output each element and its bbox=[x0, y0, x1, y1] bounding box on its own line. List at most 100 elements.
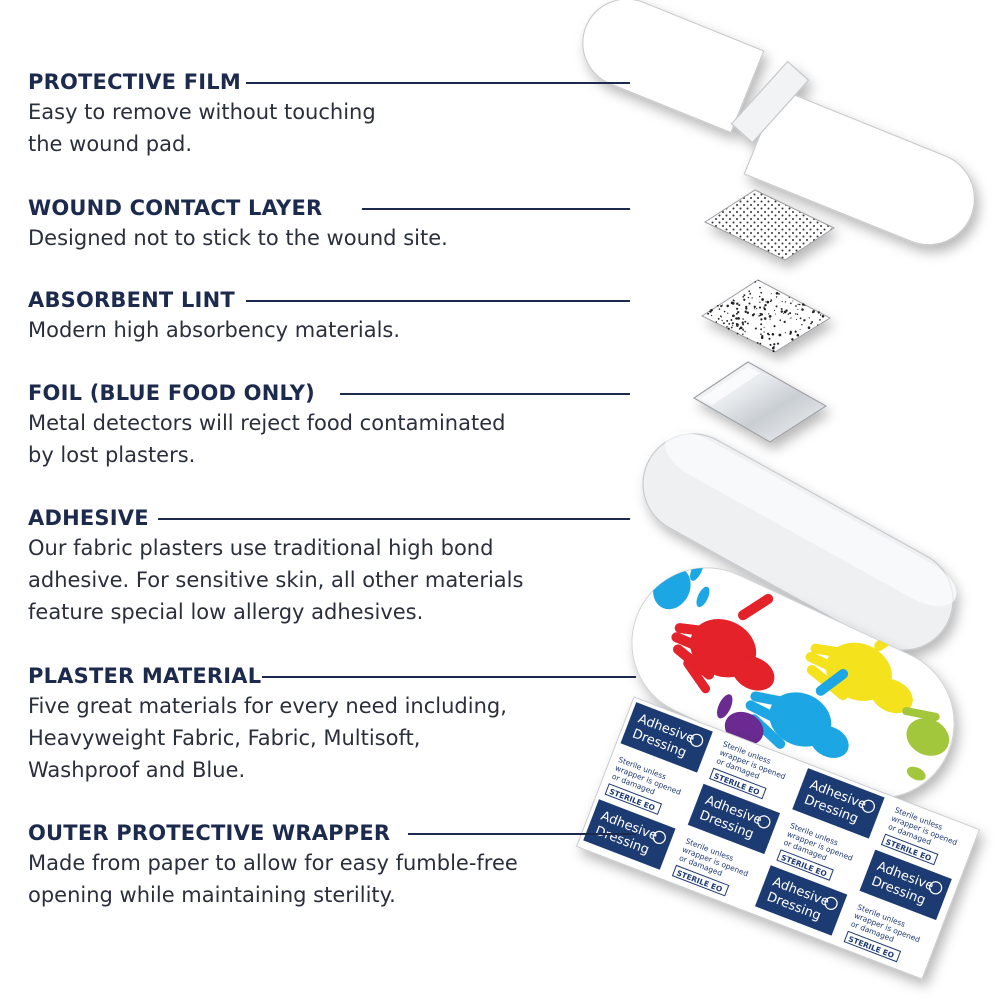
layer-wound-contact: WOUND CONTACT LAYER Designed not to stic… bbox=[28, 196, 448, 254]
lint-speck bbox=[753, 305, 757, 309]
lint-speck bbox=[730, 319, 733, 321]
lint-speck bbox=[727, 327, 730, 330]
lint-speck bbox=[744, 310, 747, 313]
protective-film-illustration bbox=[582, 0, 976, 246]
lint-speck bbox=[733, 299, 735, 302]
lint-speck bbox=[754, 281, 757, 283]
lint-speck bbox=[710, 314, 713, 317]
lint-speck bbox=[796, 333, 800, 337]
lint-speck bbox=[780, 308, 783, 310]
lint-speck bbox=[707, 312, 710, 315]
lint-speck bbox=[795, 313, 797, 315]
lint-speck bbox=[771, 333, 775, 336]
lint-speck bbox=[797, 308, 799, 310]
lint-speck bbox=[744, 330, 746, 333]
lint-speck bbox=[784, 301, 787, 303]
single-use-icon bbox=[652, 830, 666, 845]
lint-speck bbox=[789, 317, 791, 319]
lint-speck bbox=[759, 342, 762, 345]
lint-speck bbox=[787, 313, 790, 315]
lint-speck bbox=[727, 312, 729, 314]
layer-description: Designed not to stick to the wound site. bbox=[28, 226, 448, 250]
lint-speck bbox=[737, 317, 740, 320]
lint-speck bbox=[735, 322, 738, 325]
lint-speck bbox=[717, 317, 720, 320]
lint-speck bbox=[748, 302, 751, 305]
lint-speck bbox=[812, 310, 815, 313]
lint-speck bbox=[785, 309, 788, 312]
lint-speck bbox=[781, 300, 783, 303]
lint-speck bbox=[742, 333, 744, 336]
lint-speck bbox=[789, 312, 792, 315]
layer-absorbent-lint: ABSORBENT LINT Modern high absorbency ma… bbox=[28, 288, 400, 346]
leader-line bbox=[158, 518, 630, 520]
layer-title: ADHESIVE bbox=[28, 506, 149, 530]
lint-speck bbox=[790, 330, 792, 332]
lint-speck bbox=[753, 308, 755, 310]
layer-description: Metal detectors will reject food contami… bbox=[28, 411, 506, 467]
lint-speck bbox=[798, 303, 801, 306]
lint-speck bbox=[780, 310, 784, 313]
lint-speck bbox=[742, 321, 744, 323]
foil-illustration bbox=[692, 361, 828, 443]
lint-speck bbox=[811, 321, 814, 323]
lint-speck bbox=[760, 318, 763, 321]
lint-speck bbox=[801, 303, 805, 306]
lint-speck bbox=[736, 332, 739, 335]
layer-adhesive: ADHESIVE Our fabric plasters use traditi… bbox=[28, 506, 523, 628]
lint-speck bbox=[773, 325, 776, 328]
single-use-icon bbox=[757, 815, 771, 829]
leader-line bbox=[246, 300, 630, 302]
lint-speck bbox=[768, 315, 772, 318]
lint-speck bbox=[794, 330, 797, 333]
single-use-icon bbox=[861, 799, 875, 813]
layer-description: Our fabric plasters use traditional high… bbox=[28, 536, 524, 624]
lint-speck bbox=[788, 296, 791, 299]
lint-speck bbox=[776, 342, 780, 345]
lint-speck bbox=[742, 330, 744, 332]
lint-speck bbox=[709, 310, 712, 313]
lint-speck bbox=[715, 321, 718, 323]
lint-speck bbox=[723, 310, 726, 313]
lint-speck bbox=[772, 350, 775, 353]
lint-speck bbox=[773, 345, 775, 348]
leader-line bbox=[262, 676, 636, 678]
layer-foil: FOIL (BLUE FOOD ONLY) Metal detectors wi… bbox=[28, 381, 505, 471]
lint-speck bbox=[801, 308, 804, 311]
lint-speck bbox=[771, 346, 775, 350]
lint-speck bbox=[721, 316, 723, 318]
lint-speck bbox=[745, 305, 748, 308]
leader-line bbox=[340, 393, 630, 395]
lint-speck bbox=[721, 304, 724, 306]
lint-speck bbox=[792, 300, 794, 302]
leader-line bbox=[246, 82, 630, 84]
lint-speck bbox=[803, 319, 806, 322]
lint-speck bbox=[763, 317, 767, 320]
lint-speck bbox=[819, 319, 821, 321]
lint-speck bbox=[804, 304, 806, 307]
lint-speck bbox=[763, 331, 765, 333]
lint-speck bbox=[766, 300, 770, 304]
lint-speck bbox=[732, 324, 734, 327]
lint-speck bbox=[749, 292, 752, 295]
single-use-icon bbox=[824, 896, 838, 910]
lint-speck bbox=[746, 311, 750, 314]
lint-speck bbox=[748, 290, 751, 293]
lint-speck bbox=[720, 305, 723, 308]
lint-speck bbox=[817, 324, 819, 326]
red-handprint bbox=[671, 593, 775, 694]
lint-speck bbox=[763, 307, 765, 309]
lint-speck bbox=[754, 327, 757, 330]
lint-speck bbox=[743, 294, 746, 297]
lint-speck bbox=[795, 305, 797, 307]
lint-speck bbox=[768, 337, 771, 340]
layer-title: FOIL (BLUE FOOD ONLY) bbox=[28, 381, 315, 405]
lint-speck bbox=[763, 306, 765, 308]
lint-speck bbox=[730, 326, 733, 329]
green-handprint bbox=[902, 707, 950, 781]
lint-speck bbox=[735, 312, 738, 315]
